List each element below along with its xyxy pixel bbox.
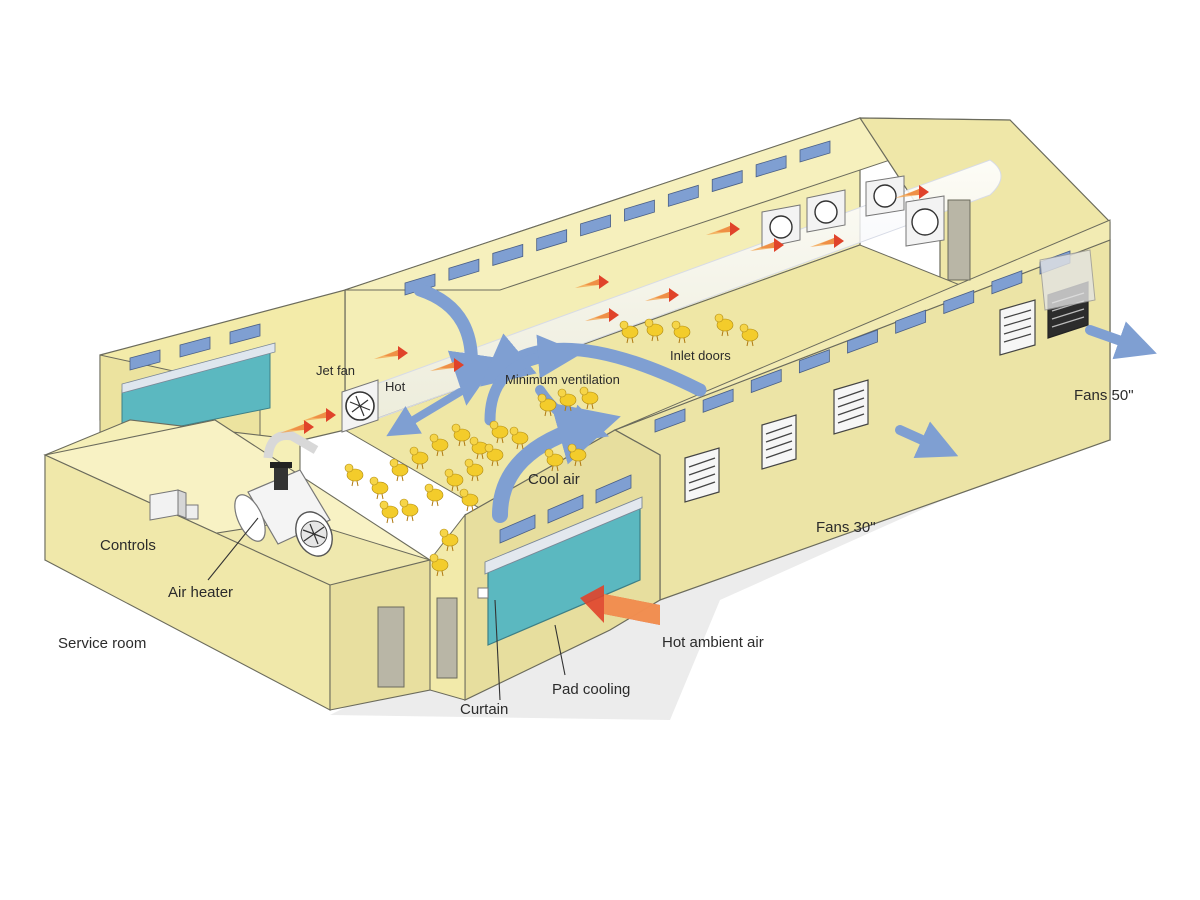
service-room-door	[378, 607, 404, 687]
chick	[370, 477, 388, 499]
label-controls: Controls	[100, 537, 156, 554]
label-inlet-doors: Inlet doors	[670, 348, 731, 363]
far-door	[948, 200, 970, 280]
label-cool-air: Cool air	[528, 471, 580, 488]
label-air-heater: Air heater	[168, 584, 233, 601]
label-pad-cooling: Pad cooling	[552, 681, 630, 698]
label-service-room: Service room	[58, 635, 146, 652]
label-minimum-ventilation: Minimum ventilation	[505, 372, 620, 387]
label-hot-ambient-air: Hot ambient air	[662, 634, 764, 651]
chick	[400, 499, 418, 521]
label-fans-30: Fans 30"	[816, 519, 876, 536]
chick	[380, 501, 398, 523]
chick	[425, 484, 443, 506]
front-door	[437, 598, 457, 678]
chick	[345, 464, 363, 486]
curtain-handle	[478, 588, 488, 598]
label-fans-50: Fans 50"	[1074, 387, 1134, 404]
label-jet-fan: Jet fan	[316, 363, 355, 378]
label-curtain: Curtain	[460, 701, 508, 718]
label-hot: Hot	[385, 379, 406, 394]
